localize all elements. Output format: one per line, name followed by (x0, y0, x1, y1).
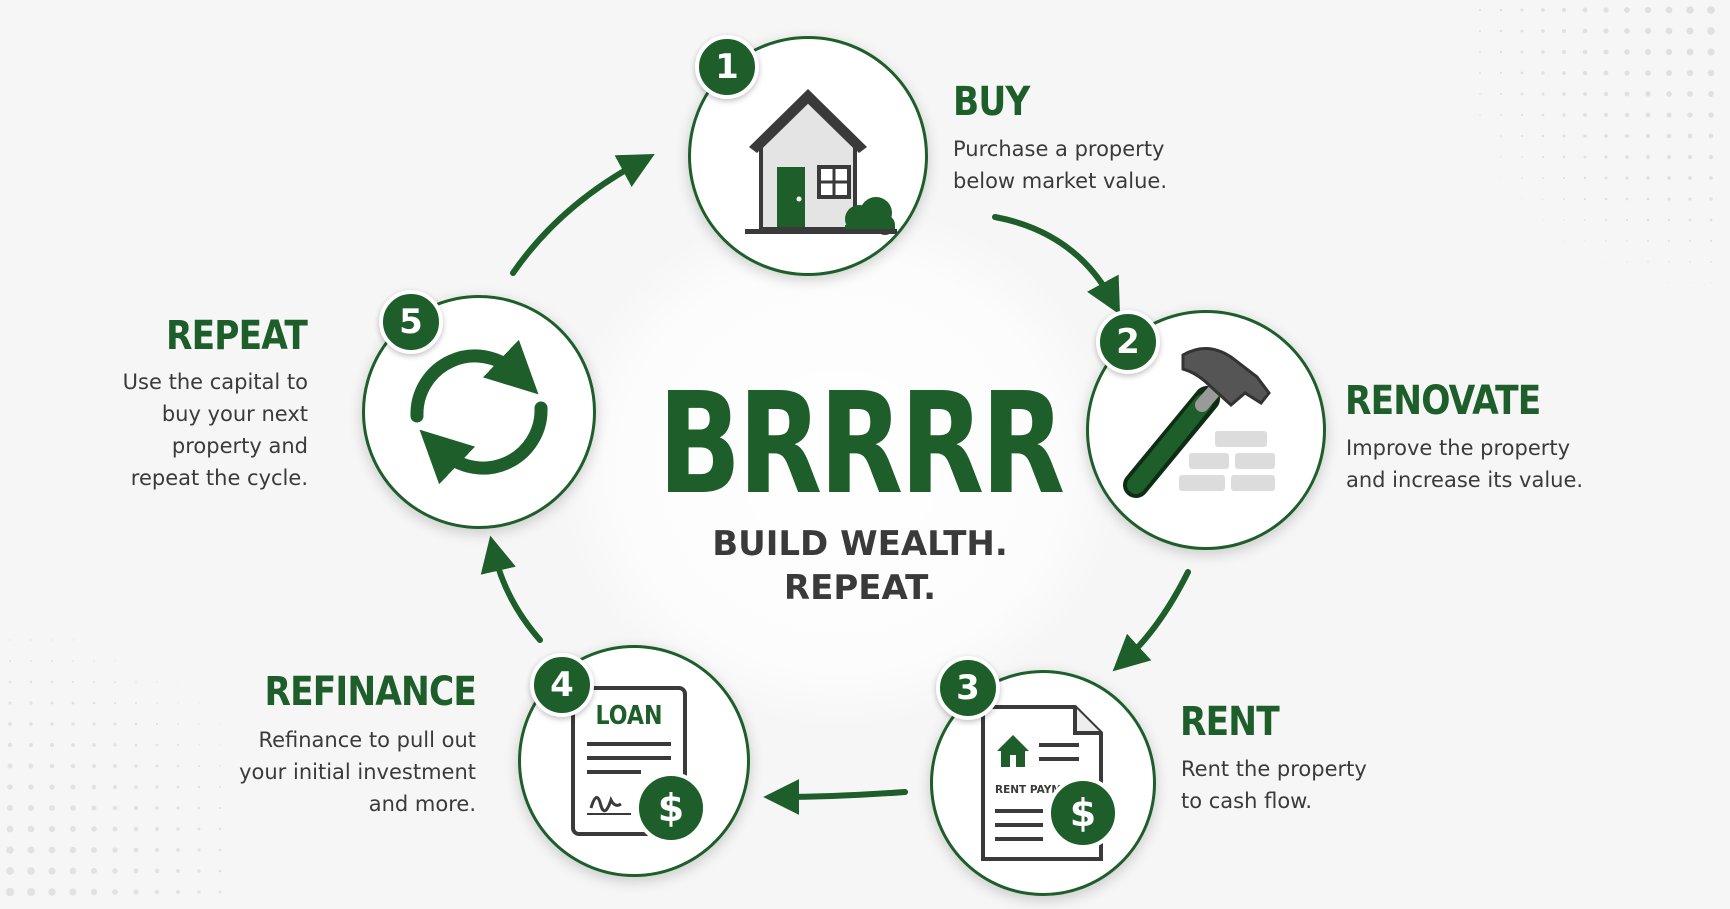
arrow-repeat-to-buy (510, 154, 655, 276)
cycle-arrows-icon (410, 339, 548, 485)
loan-label: LOAN (595, 700, 662, 730)
step-desc-refinance: Refinance to pull out your initial inves… (239, 728, 476, 816)
dollar-icon (1047, 777, 1119, 849)
step-desc-rent: Rent the property to cash flow. (1181, 757, 1367, 813)
step-desc-repeat: Use the capital to buy your next propert… (122, 370, 308, 490)
rent-document-icon: RENT PAYMENT $ (981, 705, 1119, 861)
step-number-badge-2: 2 (1096, 310, 1160, 374)
step-title-refinance: REFINANCE (264, 669, 477, 715)
arrow-rent-to-refinance (763, 778, 908, 815)
svg-text:$: $ (658, 786, 684, 830)
step-number-badge-4: 4 (530, 653, 594, 717)
step-number-badge-1: 1 (695, 35, 759, 99)
step-title-rent: RENT (1180, 699, 1280, 745)
dollar-icon (635, 772, 707, 844)
loan-document-icon: LOAN $ (571, 686, 707, 844)
step-desc-buy: Purchase a property below market value. (953, 137, 1168, 193)
hammer-icon (1123, 347, 1275, 498)
svg-text:$: $ (1070, 791, 1096, 835)
main-title: BRRRR (658, 363, 1065, 526)
arrow-renovate-to-rent (1112, 569, 1191, 672)
step-title-repeat: REPEAT (166, 313, 308, 359)
step-circle-renovate (1086, 310, 1326, 550)
center-glow (560, 205, 1120, 725)
tagline: BUILD WEALTH. REPEAT. (712, 524, 1008, 608)
step-desc-renovate: Improve the property and increase its va… (1346, 436, 1584, 492)
step-number-badge-5: 5 (379, 290, 443, 354)
arrow-refinance-to-repeat (480, 535, 543, 643)
house-icon (745, 89, 897, 235)
step-title-renovate: RENOVATE (1345, 378, 1541, 424)
step-number-badge-3: 3 (936, 656, 1000, 720)
arrow-buy-to-renovate (992, 214, 1121, 315)
step-title-buy: BUY (953, 79, 1030, 125)
